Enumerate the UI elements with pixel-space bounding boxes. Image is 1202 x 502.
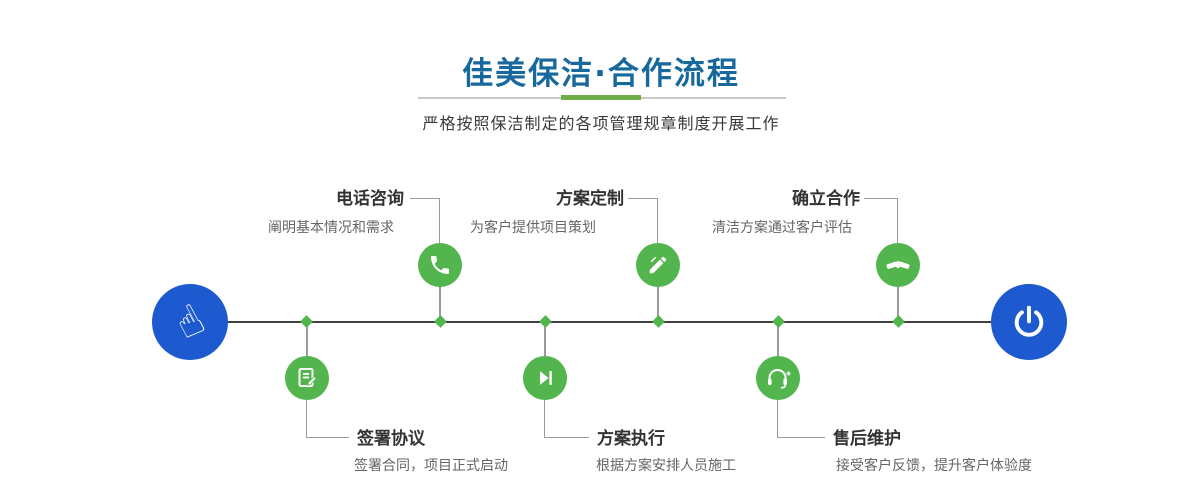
step-title-contract: 签署协议 xyxy=(357,429,425,449)
step-title-cooperation: 确立合作 xyxy=(792,189,860,209)
label-connector xyxy=(306,400,349,438)
step-desc-plan: 为客户提供项目策划 xyxy=(470,220,596,236)
timeline-junction xyxy=(652,315,665,328)
node-connector xyxy=(544,326,546,357)
label-connector xyxy=(410,198,440,243)
step-node-execute xyxy=(523,356,567,400)
node-connector xyxy=(897,286,899,318)
step-desc-aftersale: 接受客户反馈，提升客户体验度 xyxy=(836,458,1032,474)
timeline-junction xyxy=(300,315,313,328)
label-connector xyxy=(628,198,658,243)
pencil-icon xyxy=(649,256,667,274)
step-title-aftersale: 售后维护 xyxy=(833,429,901,449)
step-node-cooperation xyxy=(876,243,920,287)
label-connector xyxy=(864,198,898,243)
timeline-junction xyxy=(892,315,905,328)
flow-start-node: ☝ xyxy=(152,284,228,360)
step-title-execute: 方案执行 xyxy=(597,429,665,449)
contract-icon xyxy=(298,368,317,387)
pointing-hand-icon: ☝ xyxy=(166,293,213,350)
timeline-junction xyxy=(772,315,785,328)
step-title-phone: 电话咨询 xyxy=(336,189,404,209)
step-desc-execute: 根据方案安排人员施工 xyxy=(596,458,736,474)
node-connector xyxy=(777,326,779,357)
node-connector xyxy=(439,286,441,318)
page-title: 佳美保洁·合作流程 xyxy=(462,56,740,92)
step-node-plan xyxy=(636,243,680,287)
step-title-plan: 方案定制 xyxy=(556,189,624,209)
step-node-aftersale xyxy=(756,356,800,400)
headset-icon xyxy=(768,369,791,389)
node-connector xyxy=(657,286,659,318)
flow-end-node xyxy=(991,284,1067,360)
timeline-junction xyxy=(434,315,447,328)
timeline-junction xyxy=(539,315,552,328)
timeline-line xyxy=(190,321,1029,323)
power-icon xyxy=(1014,305,1044,337)
page-subtitle: 严格按照保洁制定的各项管理规章制度开展工作 xyxy=(422,114,780,133)
step-node-contract xyxy=(285,356,329,400)
label-connector xyxy=(777,400,825,438)
label-connector xyxy=(544,400,589,438)
step-node-phone xyxy=(418,243,462,287)
play-icon xyxy=(539,371,552,385)
handshake-icon xyxy=(886,260,910,269)
phone-icon xyxy=(431,256,449,274)
title-underline-accent xyxy=(561,95,641,100)
step-desc-phone: 阐明基本情况和需求 xyxy=(268,220,394,236)
step-desc-contract: 签署合同，项目正式启动 xyxy=(354,458,508,474)
step-desc-cooperation: 清洁方案通过客户评估 xyxy=(712,220,852,236)
node-connector xyxy=(306,326,308,357)
